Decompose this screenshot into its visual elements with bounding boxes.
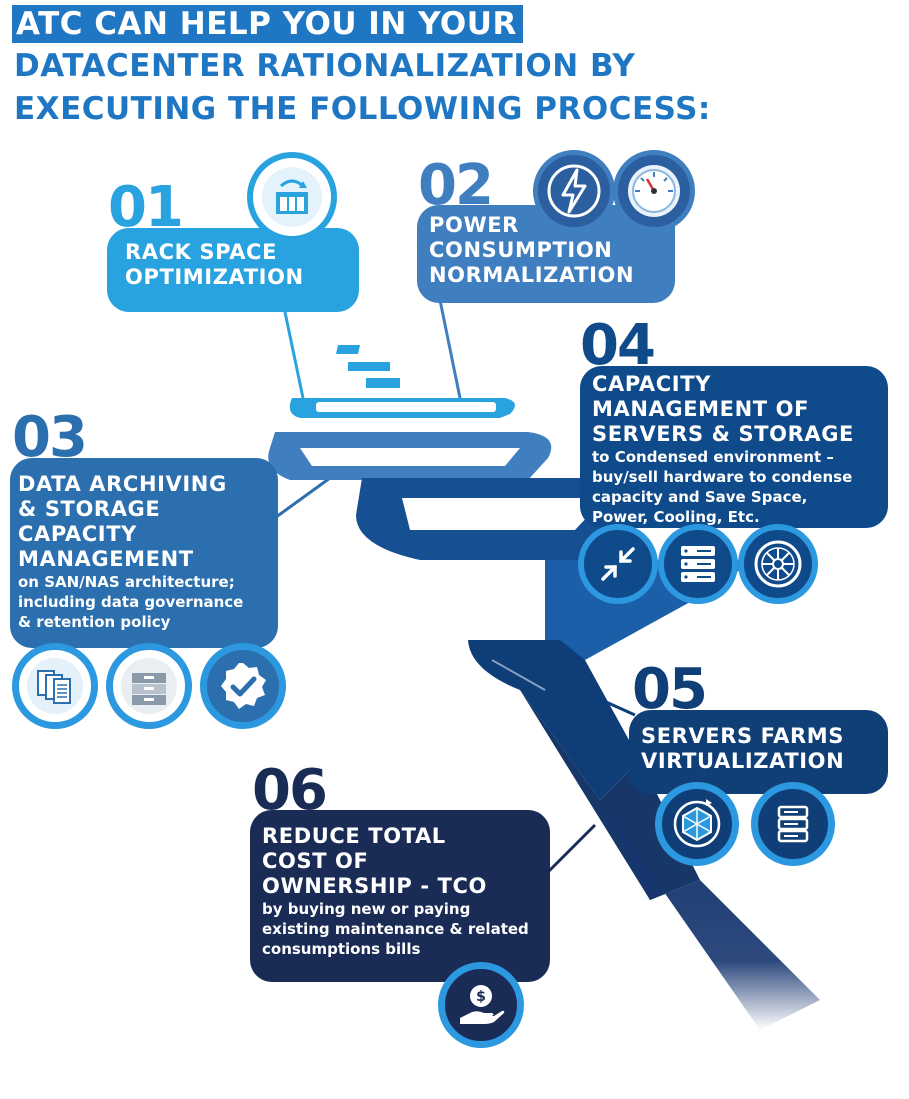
step-01-heading-line: RACK SPACE (125, 240, 278, 264)
money-hand-icon: $ (438, 962, 524, 1048)
step-04-heading-line: SERVERS & STORAGE (592, 422, 854, 446)
step-04-detail-line: to Condensed environment – (592, 448, 834, 466)
step-02-number: 02 (418, 153, 494, 218)
step-06-detail-line: by buying new or paying (262, 900, 471, 918)
step-01-number: 01 (108, 175, 184, 240)
step-04-heading-line: CAPACITY (592, 372, 711, 396)
virtual-cube-icon (655, 782, 739, 866)
verified-badge-icon (200, 643, 286, 729)
documents-icon (12, 643, 98, 729)
cooling-fan-icon (738, 524, 818, 604)
lightning-icon (533, 150, 615, 232)
server-stack-icon (751, 782, 835, 866)
step-06-heading-line: OWNERSHIP - TCO (262, 874, 487, 898)
step-03-detail-line: & retention policy (18, 613, 171, 631)
connector-01 (283, 311, 305, 399)
step-03-number: 03 (12, 405, 88, 470)
step-04-detail-line: buy/sell hardware to condense (592, 468, 853, 486)
compress-arrows-icon (578, 524, 658, 604)
step-06-heading-line: COST OF (262, 849, 369, 873)
step-06-box: REDUCE TOTAL COST OF OWNERSHIP - TCO by … (250, 810, 550, 982)
title-line-2: DATACENTER RATIONALIZATION BY (14, 48, 636, 84)
step-05-box: SERVERS FARMS VIRTUALIZATION (629, 710, 888, 794)
step-04-number: 04 (580, 313, 656, 378)
step-03-detail-line: on SAN/NAS architecture; (18, 573, 235, 591)
step-04-detail-line: capacity and Save Space, (592, 488, 808, 506)
connector-02 (438, 299, 462, 399)
step-03-heading-line: CAPACITY (18, 522, 137, 546)
step-05-heading-line: VIRTUALIZATION (641, 749, 845, 773)
connector-03 (271, 476, 331, 522)
svg-text:$: $ (476, 989, 486, 1005)
step-04-heading-line: MANAGEMENT OF (592, 397, 810, 421)
step-02-heading-line: NORMALIZATION (429, 263, 635, 287)
server-rack-icon (658, 524, 738, 604)
step-03-heading-line: DATA ARCHIVING (18, 472, 227, 496)
step-06-heading-line: REDUCE TOTAL (262, 824, 446, 848)
title-line-3: EXECUTING THE FOLLOWING PROCESS: (14, 91, 711, 127)
step-02-heading-line: CONSUMPTION (429, 238, 613, 262)
step-04-box: CAPACITY MANAGEMENT OF SERVERS & STORAGE… (580, 366, 888, 528)
step-06-detail-line: existing maintenance & related (262, 920, 529, 938)
step-05-heading-line: SERVERS FARMS (641, 724, 845, 748)
step-04-detail-line: Power, Cooling, Etc. (592, 508, 760, 526)
step-05-number: 05 (632, 657, 708, 722)
step-03-box: DATA ARCHIVING & STORAGE CAPACITY MANAGE… (10, 458, 278, 648)
step-01-heading-line: OPTIMIZATION (125, 265, 304, 289)
title-line-1: ATC CAN HELP YOU IN YOUR (12, 5, 523, 43)
step-06-detail-line: consumptions bills (262, 940, 421, 958)
step-03-heading-line: & STORAGE (18, 497, 161, 521)
step-01-box: RACK SPACE OPTIMIZATION (107, 228, 359, 312)
rack-arrows-icon (247, 152, 337, 242)
step-03-detail-line: including data governance (18, 593, 244, 611)
step-06-number: 06 (252, 758, 328, 823)
gauge-icon (613, 150, 695, 232)
step-02-heading-line: POWER (429, 213, 519, 237)
archive-drawer-icon (106, 643, 192, 729)
step-03-heading-line: MANAGEMENT (18, 547, 194, 571)
